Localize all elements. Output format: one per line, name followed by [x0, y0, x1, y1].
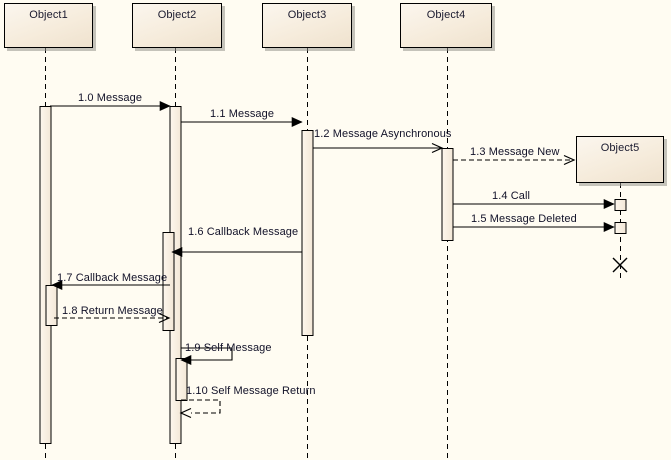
- message-1-10-line[interactable]: [181, 399, 221, 414]
- activation-bar-object4-6[interactable]: [441, 148, 454, 241]
- message-1-9-arrowhead: [180, 355, 192, 365]
- message-1-5-arrowhead: [603, 222, 615, 232]
- message-1-0-label: 1.0 Message: [78, 92, 143, 104]
- message-1-10-label: 1.10 Self Message Return: [186, 385, 316, 397]
- destruction-x-stroke-2: [612, 257, 628, 273]
- message-1-9-line[interactable]: [181, 347, 233, 361]
- lifelines-layer: [45, 48, 621, 460]
- object-box-object2[interactable]: Object2: [132, 3, 222, 48]
- message-1-6-label: 1.6 Callback Message: [188, 226, 299, 238]
- activations-layer: [39, 106, 627, 444]
- message-1-6-arrowhead: [171, 247, 183, 257]
- destruction-layer: [612, 257, 628, 273]
- message-1-3-label: 1.3 Message New: [470, 146, 560, 158]
- message-1-2-arrowhead: [431, 142, 444, 154]
- activation-bar-object1-0[interactable]: [39, 106, 52, 444]
- activation-bar-object5-8[interactable]: [614, 222, 627, 234]
- message-1-8-label: 1.8 Return Message: [62, 305, 163, 317]
- activation-bar-object1-1[interactable]: [45, 285, 58, 326]
- message-1-1-arrowhead: [291, 117, 303, 127]
- message-1-3-arrowhead: [563, 154, 576, 166]
- activation-bar-object2-3[interactable]: [162, 232, 175, 331]
- object-box-object4[interactable]: Object4: [400, 3, 492, 48]
- object-box-object5[interactable]: Object5: [576, 136, 664, 183]
- object-box-object3[interactable]: Object3: [262, 3, 352, 48]
- message-1-4-label: 1.4 Call: [492, 190, 531, 202]
- message-1-9-label: 1.9 Self Message: [185, 342, 272, 354]
- message-1-7-arrowhead: [51, 280, 63, 290]
- message-1-7-label: 1.7 Callback Message: [57, 272, 168, 284]
- message-1-1-label: 1.1 Message: [210, 108, 275, 120]
- activation-bar-object5-7[interactable]: [614, 199, 627, 211]
- message-1-5-label: 1.5 Message Deleted: [471, 213, 577, 225]
- message-1-8-arrowhead: [158, 312, 171, 324]
- object-box-object1[interactable]: Object1: [4, 3, 93, 48]
- messages-layer: [50, 101, 615, 419]
- message-1-10-arrowhead: [179, 407, 192, 419]
- message-1-2-label: 1.2 Message Asynchronous: [314, 128, 452, 140]
- message-1-4-arrowhead: [603, 199, 615, 209]
- activation-bar-object3-5[interactable]: [301, 130, 314, 336]
- message-1-0-arrowhead: [159, 101, 171, 111]
